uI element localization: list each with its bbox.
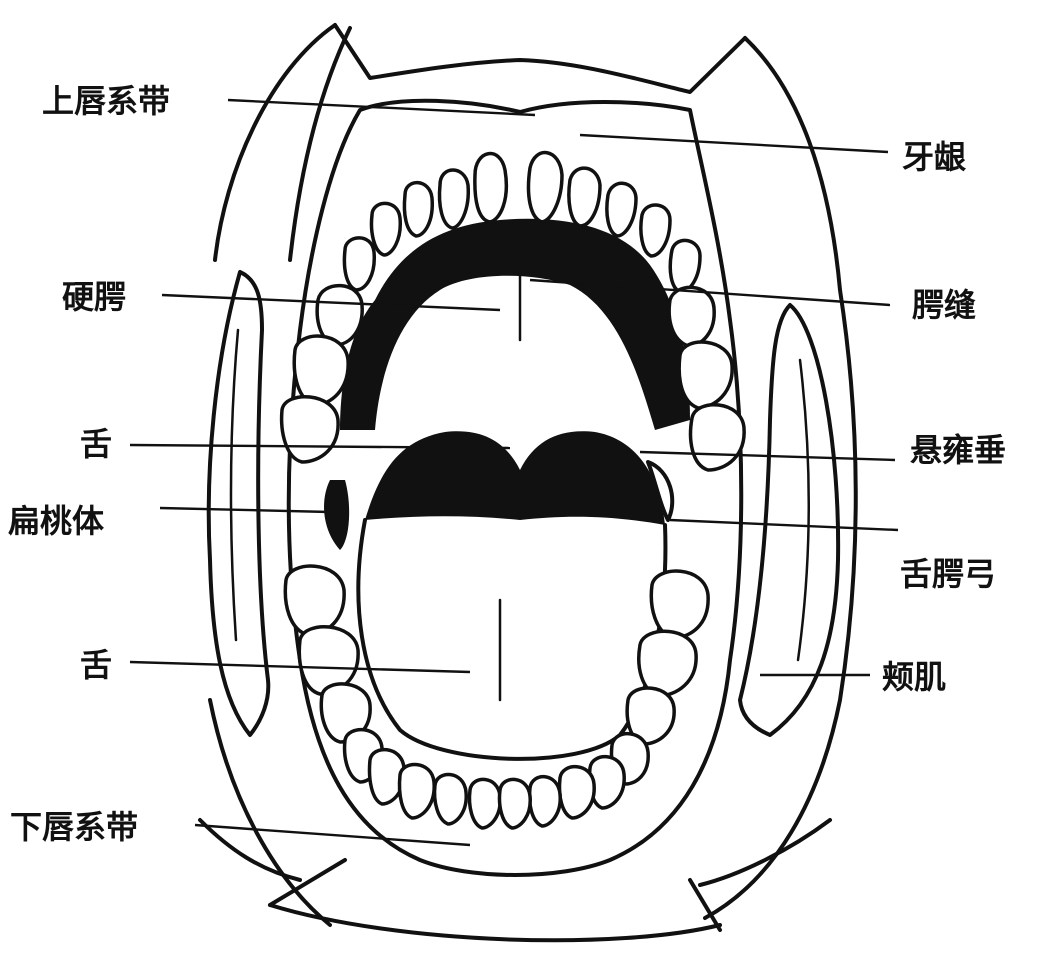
label-lower-lip-frenulum: 下唇系带 <box>10 808 138 846</box>
label-gum: 牙龈 <box>902 138 967 176</box>
uvula-shape <box>365 431 665 525</box>
lower-teeth <box>285 566 708 828</box>
leader-lower-lip-frenulum <box>195 825 470 845</box>
right-cheek <box>740 305 838 735</box>
label-palatoglossal-arch: 舌腭弓 <box>900 555 996 593</box>
tongue-shape <box>358 520 665 759</box>
label-buccinator: 颊肌 <box>882 658 946 696</box>
left-tonsil-shape <box>324 480 349 550</box>
label-hard-palate: 硬腭 <box>62 278 126 316</box>
label-tongue-upper: 舌 <box>80 425 112 463</box>
label-palatine-raphe: 腭缝 <box>912 286 976 324</box>
leader-tonsil <box>160 508 330 512</box>
label-tongue-lower: 舌 <box>80 646 112 684</box>
label-upper-lip-frenulum: 上唇系带 <box>42 82 170 120</box>
label-tonsil: 扁桃体 <box>8 502 104 540</box>
label-uvula: 悬雍垂 <box>910 431 1006 469</box>
leader-gum <box>580 135 888 152</box>
leader-palatoglossal-arch <box>670 520 898 530</box>
